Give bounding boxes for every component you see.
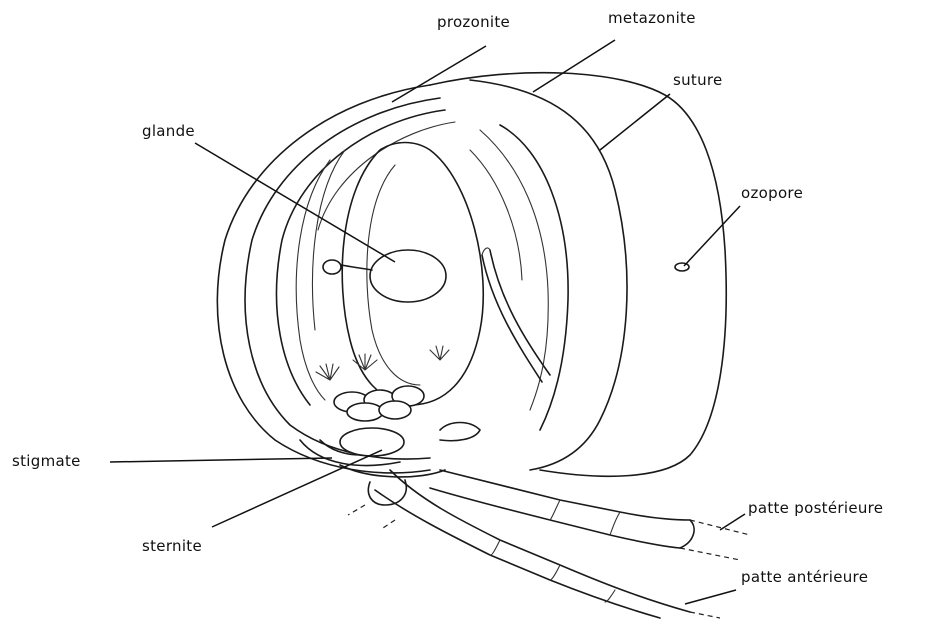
anterior-leg-dash bbox=[690, 612, 720, 618]
ventral-body bbox=[379, 401, 411, 419]
label-patte-anterieure: patte antérieure bbox=[741, 568, 868, 586]
sternite-region bbox=[300, 423, 480, 477]
leader-stigmate bbox=[110, 458, 332, 462]
ventral-body bbox=[347, 403, 383, 421]
label-sternite: sternite bbox=[142, 537, 202, 555]
gland-duct-bulb bbox=[323, 260, 341, 274]
leader-sternite bbox=[212, 450, 382, 527]
hair-tufts bbox=[316, 346, 449, 380]
trachea-tube-2 bbox=[482, 255, 542, 382]
leader-suture bbox=[600, 94, 670, 150]
ventral-bodies bbox=[334, 386, 424, 421]
anterior-leg-coxa bbox=[368, 480, 406, 505]
posterior-leg-lower bbox=[430, 488, 680, 548]
label-metazonite: metazonite bbox=[608, 9, 696, 27]
label-stigmate: stigmate bbox=[12, 452, 81, 470]
gland-body bbox=[370, 250, 446, 302]
leader-patte-posterieure bbox=[720, 514, 745, 530]
ring-right-edge-2 bbox=[480, 130, 548, 410]
label-prozonite: prozonite bbox=[437, 13, 510, 31]
anterior-leg-joint-2 bbox=[550, 565, 560, 580]
leader-ozopore bbox=[684, 206, 740, 266]
trachea-cap bbox=[482, 248, 490, 255]
label-glande: glande bbox=[142, 122, 195, 140]
label-patte-posterieure: patte postérieure bbox=[748, 499, 883, 517]
ring-right-edge-3 bbox=[470, 150, 522, 280]
posterior-leg-joint-2 bbox=[610, 512, 620, 535]
label-ozopore: ozopore bbox=[741, 184, 803, 202]
anterior-leg-joint-3 bbox=[605, 590, 615, 602]
ozopore-opening bbox=[675, 263, 689, 271]
segment-body bbox=[217, 73, 726, 477]
leader-prozonite bbox=[392, 46, 486, 102]
sternite-base bbox=[340, 465, 445, 477]
metazonite-outer-contour bbox=[430, 73, 726, 477]
leader-patte-anterieure bbox=[685, 590, 736, 604]
sternite-plate bbox=[340, 428, 404, 456]
leader-glande bbox=[195, 143, 395, 262]
left-leg-dash-2 bbox=[380, 520, 395, 530]
posterior-leg-joint bbox=[550, 500, 560, 520]
anterior-leg-upper bbox=[390, 470, 690, 612]
trachea-tube bbox=[490, 250, 550, 375]
leader-metazonite bbox=[533, 40, 615, 92]
ventral-lobe-right bbox=[440, 423, 480, 441]
anterior-leg-lower bbox=[375, 490, 660, 618]
cavity-left-fold-2 bbox=[313, 150, 345, 330]
posterior-leg-tip bbox=[680, 520, 694, 548]
ring-right-edge bbox=[500, 125, 568, 430]
anterior-leg-joint bbox=[490, 540, 500, 555]
legs bbox=[348, 470, 750, 618]
posterior-leg-dash bbox=[690, 520, 750, 535]
internal-organs bbox=[296, 143, 550, 422]
leader-lines bbox=[110, 40, 745, 604]
label-suture: suture bbox=[673, 71, 723, 89]
left-leg-dash bbox=[348, 505, 365, 515]
posterior-leg-dash-2 bbox=[680, 548, 740, 560]
posterior-leg-upper bbox=[440, 470, 690, 520]
